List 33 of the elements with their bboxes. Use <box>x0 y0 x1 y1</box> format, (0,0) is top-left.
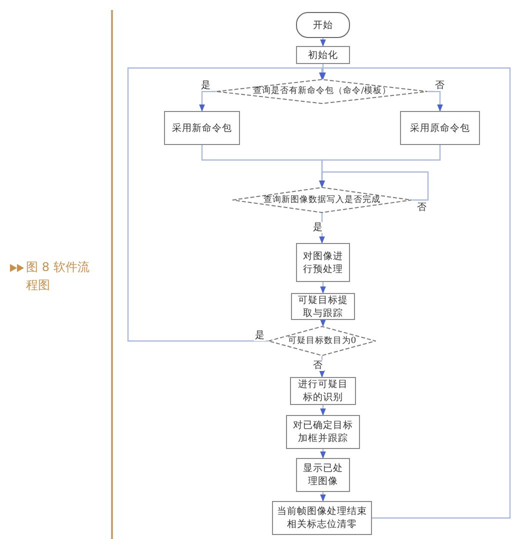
arrow <box>199 90 216 112</box>
decision-diamond: 查询是否有新命令包（命令/模板） <box>216 79 428 104</box>
process-box: 初始化 <box>296 46 350 64</box>
edge-label: 是 <box>254 330 266 341</box>
process-box: 进行可疑目标的识别 <box>290 377 356 405</box>
edge-label: 否 <box>434 80 446 91</box>
process-box: 显示已处理图像 <box>296 458 350 492</box>
arrow <box>320 492 326 502</box>
process-box: 对已确定目标加框并跟踪 <box>286 415 360 449</box>
arrow <box>320 282 326 294</box>
arrow <box>428 90 443 112</box>
arrow <box>319 67 511 519</box>
arrow <box>320 38 326 47</box>
terminal-box: 开始 <box>296 12 350 38</box>
arrow <box>319 356 325 378</box>
edge-label: 否 <box>416 202 428 213</box>
arrow <box>320 64 326 80</box>
arrow <box>320 449 326 459</box>
decision-diamond: 可疑目标数目为0 <box>268 326 376 356</box>
process-box: 可疑目标提取与跟踪 <box>291 293 355 320</box>
arrow <box>320 320 326 327</box>
arrow <box>320 405 326 416</box>
arrow <box>319 171 429 201</box>
edge-label: 是 <box>200 80 212 91</box>
decision-diamond: 查询新图像数据写入是否完成 <box>232 187 412 213</box>
process-box: 采用新命令包 <box>164 111 240 145</box>
arrow <box>319 213 325 244</box>
process-box: 采用原命令包 <box>400 111 480 145</box>
edge-label: 否 <box>312 360 324 371</box>
process-box: 对图像进行预处理 <box>296 243 350 282</box>
process-box: 当前帧图像处理结束相关标志位清零 <box>272 501 372 535</box>
edge-label: 是 <box>312 222 324 233</box>
figure-caption: 图 8 软件流程图 <box>26 259 90 294</box>
